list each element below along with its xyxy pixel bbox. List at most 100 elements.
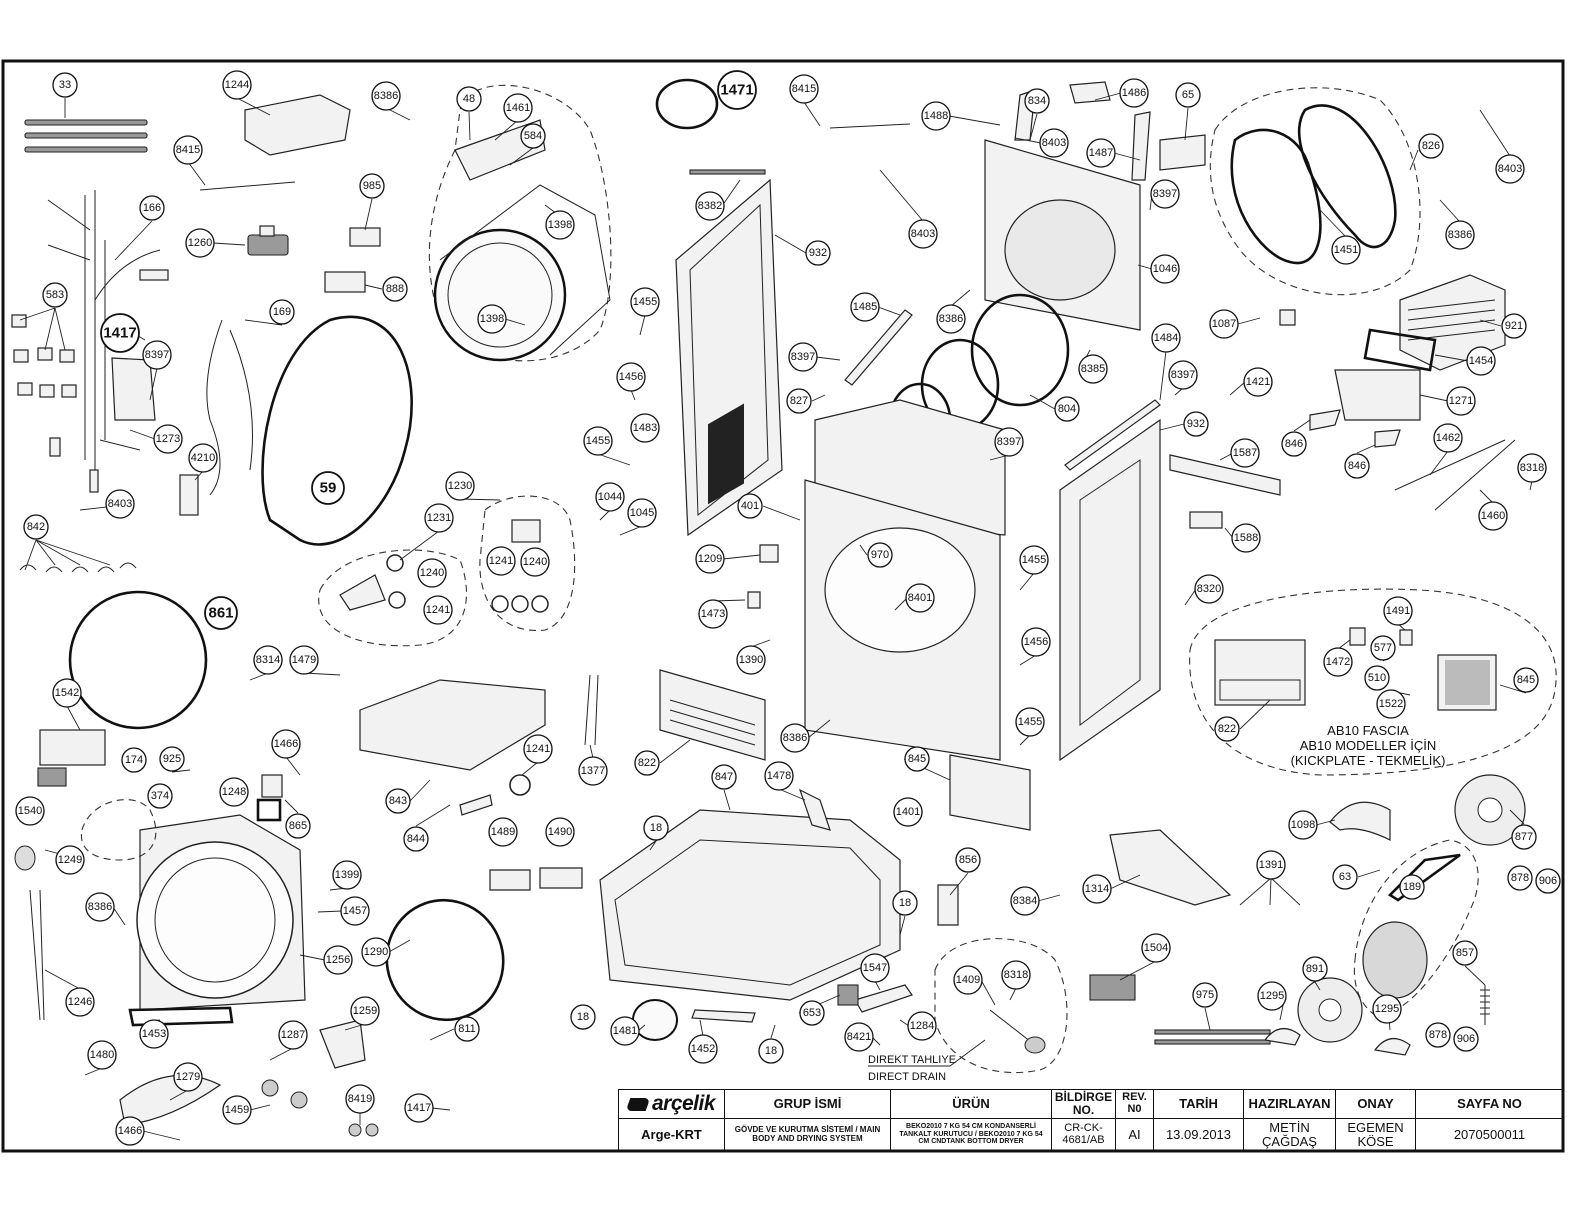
callout-bubble: [786, 388, 812, 414]
callout-label: 8415: [792, 83, 816, 95]
callout-label: 63: [1339, 871, 1351, 883]
part-callout-8403: 8403: [1039, 128, 1069, 158]
value-group: GÖVDE VE KURUTMA SİSTEMİ / MAIN BODY AND…: [724, 1118, 891, 1151]
callout-label: 8386: [1448, 229, 1472, 241]
part-callout-8415: 8415: [789, 74, 819, 104]
callout-bubble: [1141, 933, 1171, 963]
callout-bubble: [1478, 501, 1508, 531]
callout-bubble: [23, 514, 49, 540]
part-callout-1481: 1481: [610, 1016, 640, 1046]
callout-bubble: [488, 817, 518, 847]
callout-bubble: [55, 845, 85, 875]
callout-label: 1522: [1379, 698, 1403, 710]
part-callout-1209: 1209: [695, 544, 725, 574]
callout-bubble: [1331, 235, 1361, 265]
callout-label: 1490: [548, 826, 572, 838]
part-callout-845: 845: [1513, 667, 1539, 693]
callout-bubble: [1010, 886, 1040, 916]
part-callout-8397: 8397: [1168, 360, 1198, 390]
callout-label: 857: [1456, 947, 1474, 959]
part-callout-1260: 1260: [185, 228, 215, 258]
part-callout-583: 583: [42, 282, 68, 308]
callout-bubble: [1024, 88, 1050, 114]
part-callout-8403: 8403: [1495, 154, 1525, 184]
part-callout-1241: 1241: [423, 595, 453, 625]
part-callout-1271: 1271: [1446, 386, 1476, 416]
part-callout-804: 804: [1054, 396, 1080, 422]
callout-label: 1240: [523, 556, 547, 568]
callout-label: 834: [1028, 95, 1046, 107]
callout-label: 8386: [783, 732, 807, 744]
part-callout-1284: 1284: [907, 1011, 937, 1041]
callout-bubble: [1452, 940, 1478, 966]
callout-bubble: [185, 228, 215, 258]
callout-bubble: [905, 583, 935, 613]
callout-bubble: [758, 1038, 784, 1064]
callout-bubble: [340, 896, 370, 926]
callout-label: 822: [638, 757, 656, 769]
callout-bubble: [634, 750, 660, 776]
part-callout-1398: 1398: [545, 210, 575, 240]
part-callout-843: 843: [385, 788, 411, 814]
callout-label: 8403: [1498, 163, 1522, 175]
callout-label: 1044: [598, 491, 622, 503]
part-callout-1457: 1457: [340, 896, 370, 926]
callout-bubble: [52, 678, 82, 708]
callout-bubble: [188, 443, 218, 473]
part-callout-166: 166: [139, 195, 165, 221]
callout-bubble: [52, 72, 78, 98]
callout-label: 653: [803, 1007, 821, 1019]
callout-label: 8397: [1171, 369, 1195, 381]
part-callout-1456: 1456: [1021, 627, 1051, 657]
part-callout-1417: 1417: [100, 313, 140, 353]
part-callout-1248: 1248: [219, 777, 249, 807]
value-rev: AI: [1115, 1118, 1154, 1151]
callout-label: 865: [289, 820, 307, 832]
callout-label: 1273: [156, 433, 180, 445]
callout-bubble: [173, 1062, 203, 1092]
part-callout-1045: 1045: [627, 498, 657, 528]
callout-bubble: [424, 503, 454, 533]
callout-bubble: [1119, 78, 1149, 108]
part-callout-1417: 1417: [404, 1093, 434, 1123]
callout-label: 811: [458, 1023, 476, 1035]
callout-label: 169: [273, 306, 291, 318]
part-callout-1241: 1241: [486, 546, 516, 576]
callout-label: 1248: [222, 786, 246, 798]
callout-bubble: [1078, 354, 1108, 384]
callout-bubble: [711, 764, 737, 790]
callout-bubble: [382, 276, 408, 302]
value-notice-no: CR-CK-4681/AB: [1051, 1118, 1116, 1151]
part-callout-8318: 8318: [1517, 453, 1547, 483]
callout-label: 1260: [188, 237, 212, 249]
callout-bubble: [477, 304, 507, 334]
part-callout-8386: 8386: [936, 304, 966, 334]
part-callout-877: 877: [1511, 824, 1537, 850]
callout-label: 33: [59, 79, 71, 91]
callout-bubble: [1257, 981, 1287, 1011]
callout-bubble: [695, 191, 725, 221]
callout-label: 1279: [176, 1071, 200, 1083]
callout-label: 861: [208, 605, 233, 622]
callout-label: 18: [765, 1045, 777, 1057]
part-callout-8314: 8314: [253, 645, 283, 675]
callout-bubble: [1453, 1026, 1479, 1052]
callout-label: 166: [143, 202, 161, 214]
callout-label: 1480: [90, 1049, 114, 1061]
part-callout-1390: 1390: [736, 645, 766, 675]
callout-label: 1244: [225, 79, 249, 91]
part-callout-1453: 1453: [139, 1019, 169, 1049]
part-callout-1409: 1409: [953, 965, 983, 995]
callout-label: 1249: [58, 854, 82, 866]
callout-bubble: [87, 1040, 117, 1070]
callout-label: 1452: [691, 1043, 715, 1055]
header-prepared: HAZIRLAYAN: [1243, 1089, 1336, 1119]
callout-bubble: [423, 595, 453, 625]
callout-label: 1399: [335, 869, 359, 881]
callout-bubble: [799, 1000, 825, 1026]
callout-label: 846: [1285, 438, 1303, 450]
callout-bubble: [1517, 453, 1547, 483]
callout-bubble: [953, 965, 983, 995]
part-callout-1456: 1456: [616, 362, 646, 392]
